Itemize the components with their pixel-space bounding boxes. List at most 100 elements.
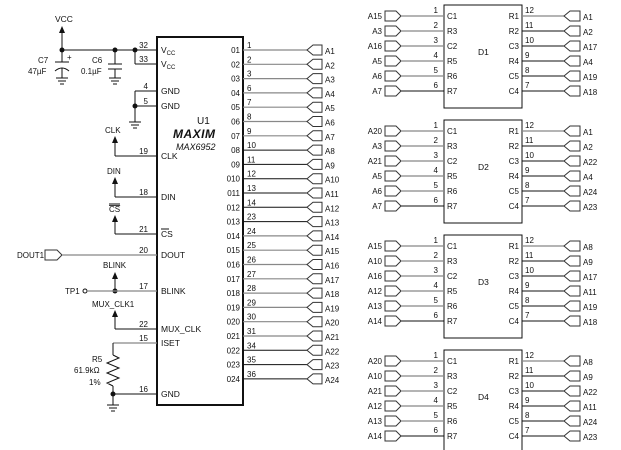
net-connector-icon[interactable] (563, 400, 581, 412)
net-connector-icon[interactable] (563, 70, 581, 82)
net-connector-icon[interactable] (563, 315, 581, 327)
net-connector-icon[interactable] (306, 359, 323, 371)
net-connector-icon[interactable] (306, 301, 323, 313)
net-label: A4 (325, 90, 335, 99)
net-connector-icon[interactable] (563, 370, 581, 382)
net-connector-icon[interactable] (384, 255, 402, 267)
net-label: A22 (325, 347, 340, 356)
net-label: A16 (368, 272, 383, 281)
pin-number: 29 (247, 298, 256, 307)
net-connector-icon[interactable] (306, 201, 323, 213)
net-connector-icon[interactable] (306, 158, 323, 170)
pin-number: 9 (525, 396, 530, 405)
pin-number: 9 (525, 166, 530, 175)
net-connector-icon[interactable] (306, 373, 323, 385)
net-connector-icon[interactable] (563, 385, 581, 397)
net-connector-icon[interactable] (384, 415, 402, 427)
net-connector-icon[interactable] (384, 200, 402, 212)
display-d4: D4A201C1A102R3A213C2A124R5A135R6A146R7R1… (368, 349, 598, 450)
pin-name: C2 (447, 272, 458, 281)
net-connector-icon[interactable] (306, 187, 323, 199)
net-connector-icon[interactable] (563, 55, 581, 67)
dout1-connector-icon[interactable] (44, 249, 63, 261)
net-connector-icon[interactable] (563, 85, 581, 97)
net-connector-icon[interactable] (384, 70, 402, 82)
net-connector-icon[interactable] (563, 285, 581, 297)
net-connector-icon[interactable] (384, 385, 402, 397)
net-connector-icon[interactable] (563, 10, 581, 22)
net-connector-icon[interactable] (306, 116, 323, 127)
net-connector-icon[interactable] (384, 155, 402, 167)
net-connector-icon[interactable] (563, 170, 581, 182)
net-connector-icon[interactable] (306, 273, 323, 285)
pin-name: DOUT (161, 250, 185, 260)
net-connector-icon[interactable] (306, 58, 323, 70)
net-connector-icon[interactable] (563, 300, 581, 312)
pin-name: C5 (509, 72, 520, 81)
net-connector-icon[interactable] (563, 185, 581, 197)
net-connector-icon[interactable] (384, 355, 402, 367)
net-connector-icon[interactable] (306, 230, 323, 242)
net-connector-icon[interactable] (563, 125, 581, 137)
net-connector-icon[interactable] (306, 101, 323, 113)
net-label: A15 (368, 12, 383, 21)
net-connector-icon[interactable] (384, 25, 402, 37)
net-connector-icon[interactable] (563, 200, 581, 212)
pin-name: R5 (447, 57, 458, 66)
net-connector-icon[interactable] (563, 155, 581, 167)
net-connector-icon[interactable] (563, 40, 581, 52)
net-connector-icon[interactable] (384, 400, 402, 412)
tp1-testpoint-icon[interactable] (82, 288, 88, 294)
net-connector-icon[interactable] (384, 140, 402, 152)
net-connector-icon[interactable] (563, 255, 581, 267)
net-connector-icon[interactable] (306, 216, 323, 228)
net-connector-icon[interactable] (306, 287, 323, 299)
net-connector-icon[interactable] (384, 430, 402, 442)
net-connector-icon[interactable] (384, 300, 402, 312)
net-connector-icon[interactable] (384, 370, 402, 382)
dout1-label: DOUT1 (17, 251, 45, 260)
net-connector-icon[interactable] (306, 173, 323, 185)
net-connector-icon[interactable] (306, 259, 323, 270)
net-connector-icon[interactable] (563, 25, 581, 37)
net-connector-icon[interactable] (306, 316, 323, 328)
net-connector-icon[interactable] (306, 44, 323, 56)
net-connector-icon[interactable] (563, 140, 581, 152)
net-connector-icon[interactable] (384, 55, 402, 67)
net-connector-icon[interactable] (306, 73, 323, 85)
net-connector-icon[interactable] (306, 130, 323, 142)
net-connector-icon[interactable] (384, 170, 402, 182)
net-connector-icon[interactable] (306, 144, 323, 156)
din-net-label: DIN (107, 167, 121, 176)
net-connector-icon[interactable] (563, 270, 581, 282)
net-connector-icon[interactable] (563, 430, 581, 442)
net-label: A17 (583, 273, 598, 282)
pin-number: 7 (247, 98, 252, 107)
pin-number: 8 (525, 181, 530, 190)
net-label: A9 (583, 258, 593, 267)
net-connector-icon[interactable] (384, 240, 402, 252)
net-connector-icon[interactable] (563, 240, 581, 252)
net-connector-icon[interactable] (384, 285, 402, 297)
pin-name: R5 (447, 287, 458, 296)
net-connector-icon[interactable] (306, 244, 323, 256)
net-connector-icon[interactable] (384, 10, 402, 22)
net-connector-icon[interactable] (563, 355, 581, 367)
net-connector-icon[interactable] (384, 270, 402, 282)
net-connector-icon[interactable] (306, 344, 323, 356)
net-connector-icon[interactable] (306, 87, 323, 99)
net-connector-icon[interactable] (384, 85, 402, 97)
net-connector-icon[interactable] (384, 40, 402, 52)
net-connector-icon[interactable] (384, 185, 402, 197)
pin-number: 12 (525, 121, 534, 130)
net-connector-icon[interactable] (384, 315, 402, 327)
net-connector-icon[interactable] (563, 415, 581, 427)
net-connector-icon[interactable] (384, 125, 402, 137)
net-connector-icon[interactable] (306, 330, 323, 342)
